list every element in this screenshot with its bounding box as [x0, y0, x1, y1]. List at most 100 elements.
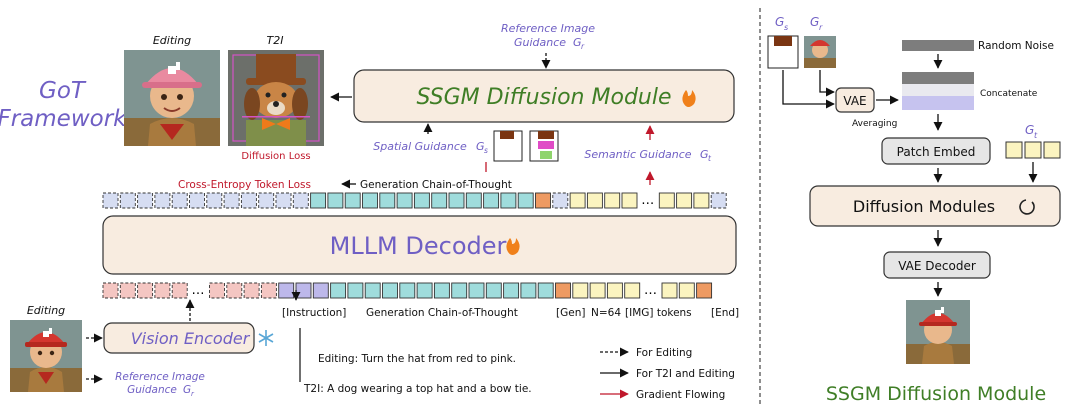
got-title-line2: Framework: [0, 106, 128, 132]
random-noise-label: Random Noise: [978, 40, 1054, 52]
gr-symbol: G: [810, 15, 819, 29]
legend-both: For T2I and Editing: [636, 368, 735, 380]
gt-subscript: t: [1034, 131, 1038, 140]
token: [483, 192, 500, 209]
editing-output-label: Editing: [153, 34, 191, 47]
token: [661, 282, 678, 299]
gs-symbol: G: [775, 15, 784, 29]
token: [586, 192, 603, 209]
token: [606, 282, 623, 299]
token: [189, 192, 205, 209]
patch-embed-box: [881, 137, 991, 165]
token: [171, 282, 188, 299]
ssgm-module-box: [353, 69, 735, 123]
token: [278, 282, 295, 299]
token: [243, 282, 260, 299]
semantic-guidance-symbol: G: [700, 148, 709, 161]
vae-decoder-box: [883, 251, 991, 279]
token: [624, 282, 641, 299]
cross-entropy-loss-label: Cross-Entropy Token Loss: [178, 179, 311, 191]
example-editing: Editing: Turn the hat from red to pink.: [318, 353, 516, 365]
spatial-guidance-symbol: G: [476, 140, 485, 153]
token: [154, 192, 171, 209]
spatial-map-gs: [767, 35, 799, 69]
token: [696, 282, 713, 299]
editing-input-label: Editing: [27, 304, 65, 317]
token: [223, 192, 240, 209]
token: [362, 192, 378, 209]
snowflake-icon: [258, 330, 274, 346]
loop-icon: [1019, 199, 1035, 215]
token: [396, 192, 413, 209]
ref-guidance-top-symbol: G: [573, 36, 582, 49]
ref-guidance-top-line1: Reference Image: [501, 22, 595, 35]
token: [260, 282, 277, 299]
legend-gradient: Gradient Flowing: [636, 389, 725, 401]
mllm-decoder-title: MLLM Decoder: [330, 232, 507, 260]
token: [119, 192, 136, 209]
token: [310, 192, 327, 209]
ref-guidance-top-line2: Guidance: [514, 36, 566, 49]
token: [678, 282, 695, 299]
token: [572, 282, 589, 299]
token: [676, 192, 693, 209]
token: [468, 282, 485, 299]
ssgm-module-title: SSGM Diffusion Module: [416, 85, 671, 110]
token-label-end: [End]: [711, 307, 739, 319]
token: [693, 192, 710, 209]
token: [535, 192, 551, 209]
patch-embed-label: Patch Embed: [897, 145, 976, 159]
token: [537, 282, 554, 299]
token: [137, 192, 154, 209]
token: [330, 282, 347, 299]
token: [295, 282, 312, 299]
token: [503, 282, 520, 299]
token: [621, 192, 638, 209]
token: [399, 282, 416, 299]
ref-guidance-bottom-symbol: G: [183, 384, 191, 396]
vae-decoder-label: VAE Decoder: [898, 259, 976, 273]
token-label-n: N=64: [591, 307, 621, 319]
token: [413, 192, 430, 209]
concat-stack: [902, 72, 974, 110]
token: [589, 282, 606, 299]
ref-guidance-bottom-line2: Guidance: [127, 384, 177, 396]
token: [119, 282, 136, 299]
token: [275, 192, 292, 209]
example-t2i: T2I: A dog wearing a top hat and a bow t…: [303, 383, 532, 395]
fire-icon: [682, 90, 696, 107]
token: [520, 282, 537, 299]
generation-cot-top-label: Generation Chain-of-Thought: [360, 179, 512, 191]
diffusion-loss-label: Diffusion Loss: [241, 151, 310, 162]
editing-output-image: [124, 50, 220, 146]
legend: For Editing For T2I and Editing Gradient…: [600, 347, 735, 401]
token: [171, 192, 188, 209]
random-noise-bar: [902, 40, 974, 51]
token: [102, 282, 119, 299]
token: [517, 192, 534, 209]
token: [431, 192, 448, 209]
gt-symbol: G: [1025, 123, 1034, 137]
token: [206, 192, 223, 209]
arrow-gs-to-vae: [782, 70, 835, 109]
token: [485, 282, 502, 299]
fire-icon-decoder: [506, 238, 520, 255]
diffusion-modules-label: Diffusion Modules: [853, 197, 995, 216]
gr-subscript: r: [819, 23, 823, 32]
input-token-row: ……: [102, 282, 713, 299]
vision-encoder-box: [103, 322, 255, 354]
token: [379, 192, 396, 209]
token: [451, 282, 468, 299]
token: [154, 282, 171, 299]
token: [102, 192, 119, 209]
token: [710, 192, 727, 209]
token: [258, 192, 275, 209]
token: [364, 282, 381, 299]
token: [382, 282, 398, 299]
semantic-tokens-gt: [1005, 141, 1061, 159]
token: [500, 192, 517, 209]
token: [209, 282, 225, 299]
semantic-guidance-subscript: t: [708, 154, 712, 163]
token: [555, 282, 571, 299]
